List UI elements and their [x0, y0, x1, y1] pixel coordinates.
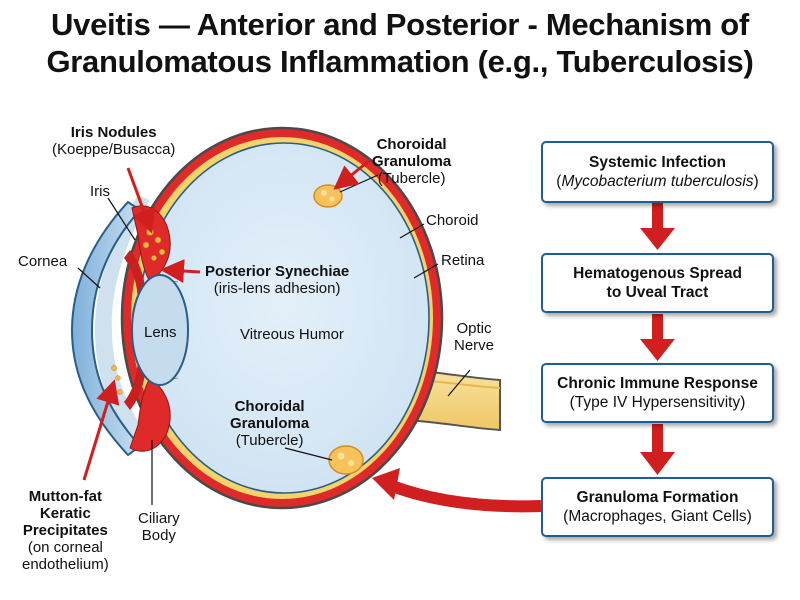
- flow-2-title: Chronic Immune Response: [557, 375, 758, 392]
- label-choroidal-granuloma-bottom: Choroidal Granuloma (Tubercle): [230, 398, 309, 449]
- label-vitreous: Vitreous Humor: [240, 326, 344, 343]
- flow-0-sub: (Mycobacterium tuberculosis): [556, 173, 759, 190]
- title-line-2: Granulomatous Inflammation (e.g., Tuberc…: [46, 44, 754, 79]
- kp-line2: Keratic: [39, 505, 91, 522]
- kp-line1: Mutton-fat: [28, 488, 103, 505]
- flow-box-systemic-infection: Systemic Infection (Mycobacterium tuberc…: [541, 141, 774, 203]
- kp-sub1: (on corneal: [27, 539, 103, 556]
- posterior-synechiae-title: Posterior Synechiae: [205, 263, 350, 280]
- cg-bottom-line1: Choroidal: [234, 398, 305, 415]
- label-keratic-precipitates: Mutton-fat Keratic Precipitates (on corn…: [22, 488, 109, 573]
- flow-2-sub: (Type IV Hypersensitivity): [569, 394, 746, 411]
- label-choroidal-granuloma-top: Choroidal Granuloma (Tubercle): [372, 136, 451, 187]
- optic-nerve-line2: Nerve: [454, 337, 495, 354]
- flow-3-sub: (Macrophages, Giant Cells): [563, 508, 752, 525]
- label-iris: Iris: [90, 183, 110, 200]
- flow-1-title: Hematogenous Spread: [573, 265, 742, 282]
- flow-arrows: [640, 203, 675, 475]
- label-choroid: Choroid: [426, 212, 479, 229]
- leader-lines: [77, 174, 471, 505]
- label-cornea: Cornea: [18, 253, 68, 270]
- sclera: [120, 126, 444, 510]
- ciliary-body-line2: Body: [141, 527, 176, 544]
- iris-nodules-sub: (Koeppe/Busacca): [52, 141, 176, 158]
- choroidal-granuloma-top: [313, 184, 343, 208]
- flow-3-title: Granuloma Formation: [576, 489, 739, 506]
- flow-box-hematogenous-spread: Hematogenous Spread to Uveal Tract: [541, 253, 774, 313]
- flow-box-chronic-immune: Chronic Immune Response (Type IV Hyperse…: [541, 363, 774, 423]
- label-posterior-synechiae: Posterior Synechiae (iris-lens adhesion): [205, 263, 349, 297]
- cg-top-sub: (Tubercle): [377, 170, 446, 187]
- label-optic-nerve: Optic Nerve: [454, 320, 494, 354]
- label-ciliary-body: Ciliary Body: [138, 510, 180, 544]
- page-title: Uveitis — Anterior and Posterior - Mecha…: [0, 6, 800, 80]
- cg-bottom-line2: Granuloma: [230, 415, 310, 432]
- ciliary-body-line1: Ciliary: [138, 510, 180, 527]
- title-line-1: Uveitis — Anterior and Posterior - Mecha…: [51, 7, 749, 42]
- iris-nodules-title: Iris Nodules: [70, 124, 157, 141]
- cg-bottom-sub: (Tubercle): [235, 432, 304, 449]
- kp-sub2: endothelium): [22, 556, 109, 573]
- posterior-synechiae-sub: (iris-lens adhesion): [213, 280, 341, 297]
- label-retina: Retina: [441, 252, 485, 269]
- label-lens: Lens: [144, 324, 177, 341]
- kp-line3: Precipitates: [22, 522, 108, 539]
- flow-box-granuloma-formation: Granuloma Formation (Macrophages, Giant …: [541, 477, 774, 537]
- lens: [131, 274, 189, 386]
- label-iris-nodules: Iris Nodules (Koeppe/Busacca): [52, 124, 175, 158]
- optic-nerve-line1: Optic: [456, 320, 492, 337]
- cg-top-line2: Granuloma: [372, 153, 452, 170]
- flow-1-title2: to Uveal Tract: [606, 284, 709, 301]
- cg-top-line1: Choroidal: [376, 136, 447, 153]
- granuloma-arrow: [372, 468, 542, 513]
- cornea: [70, 200, 142, 457]
- annotation-arrows: [82, 158, 371, 481]
- flow-0-title: Systemic Infection: [589, 154, 726, 171]
- choroidal-granuloma-bottom: [328, 445, 364, 475]
